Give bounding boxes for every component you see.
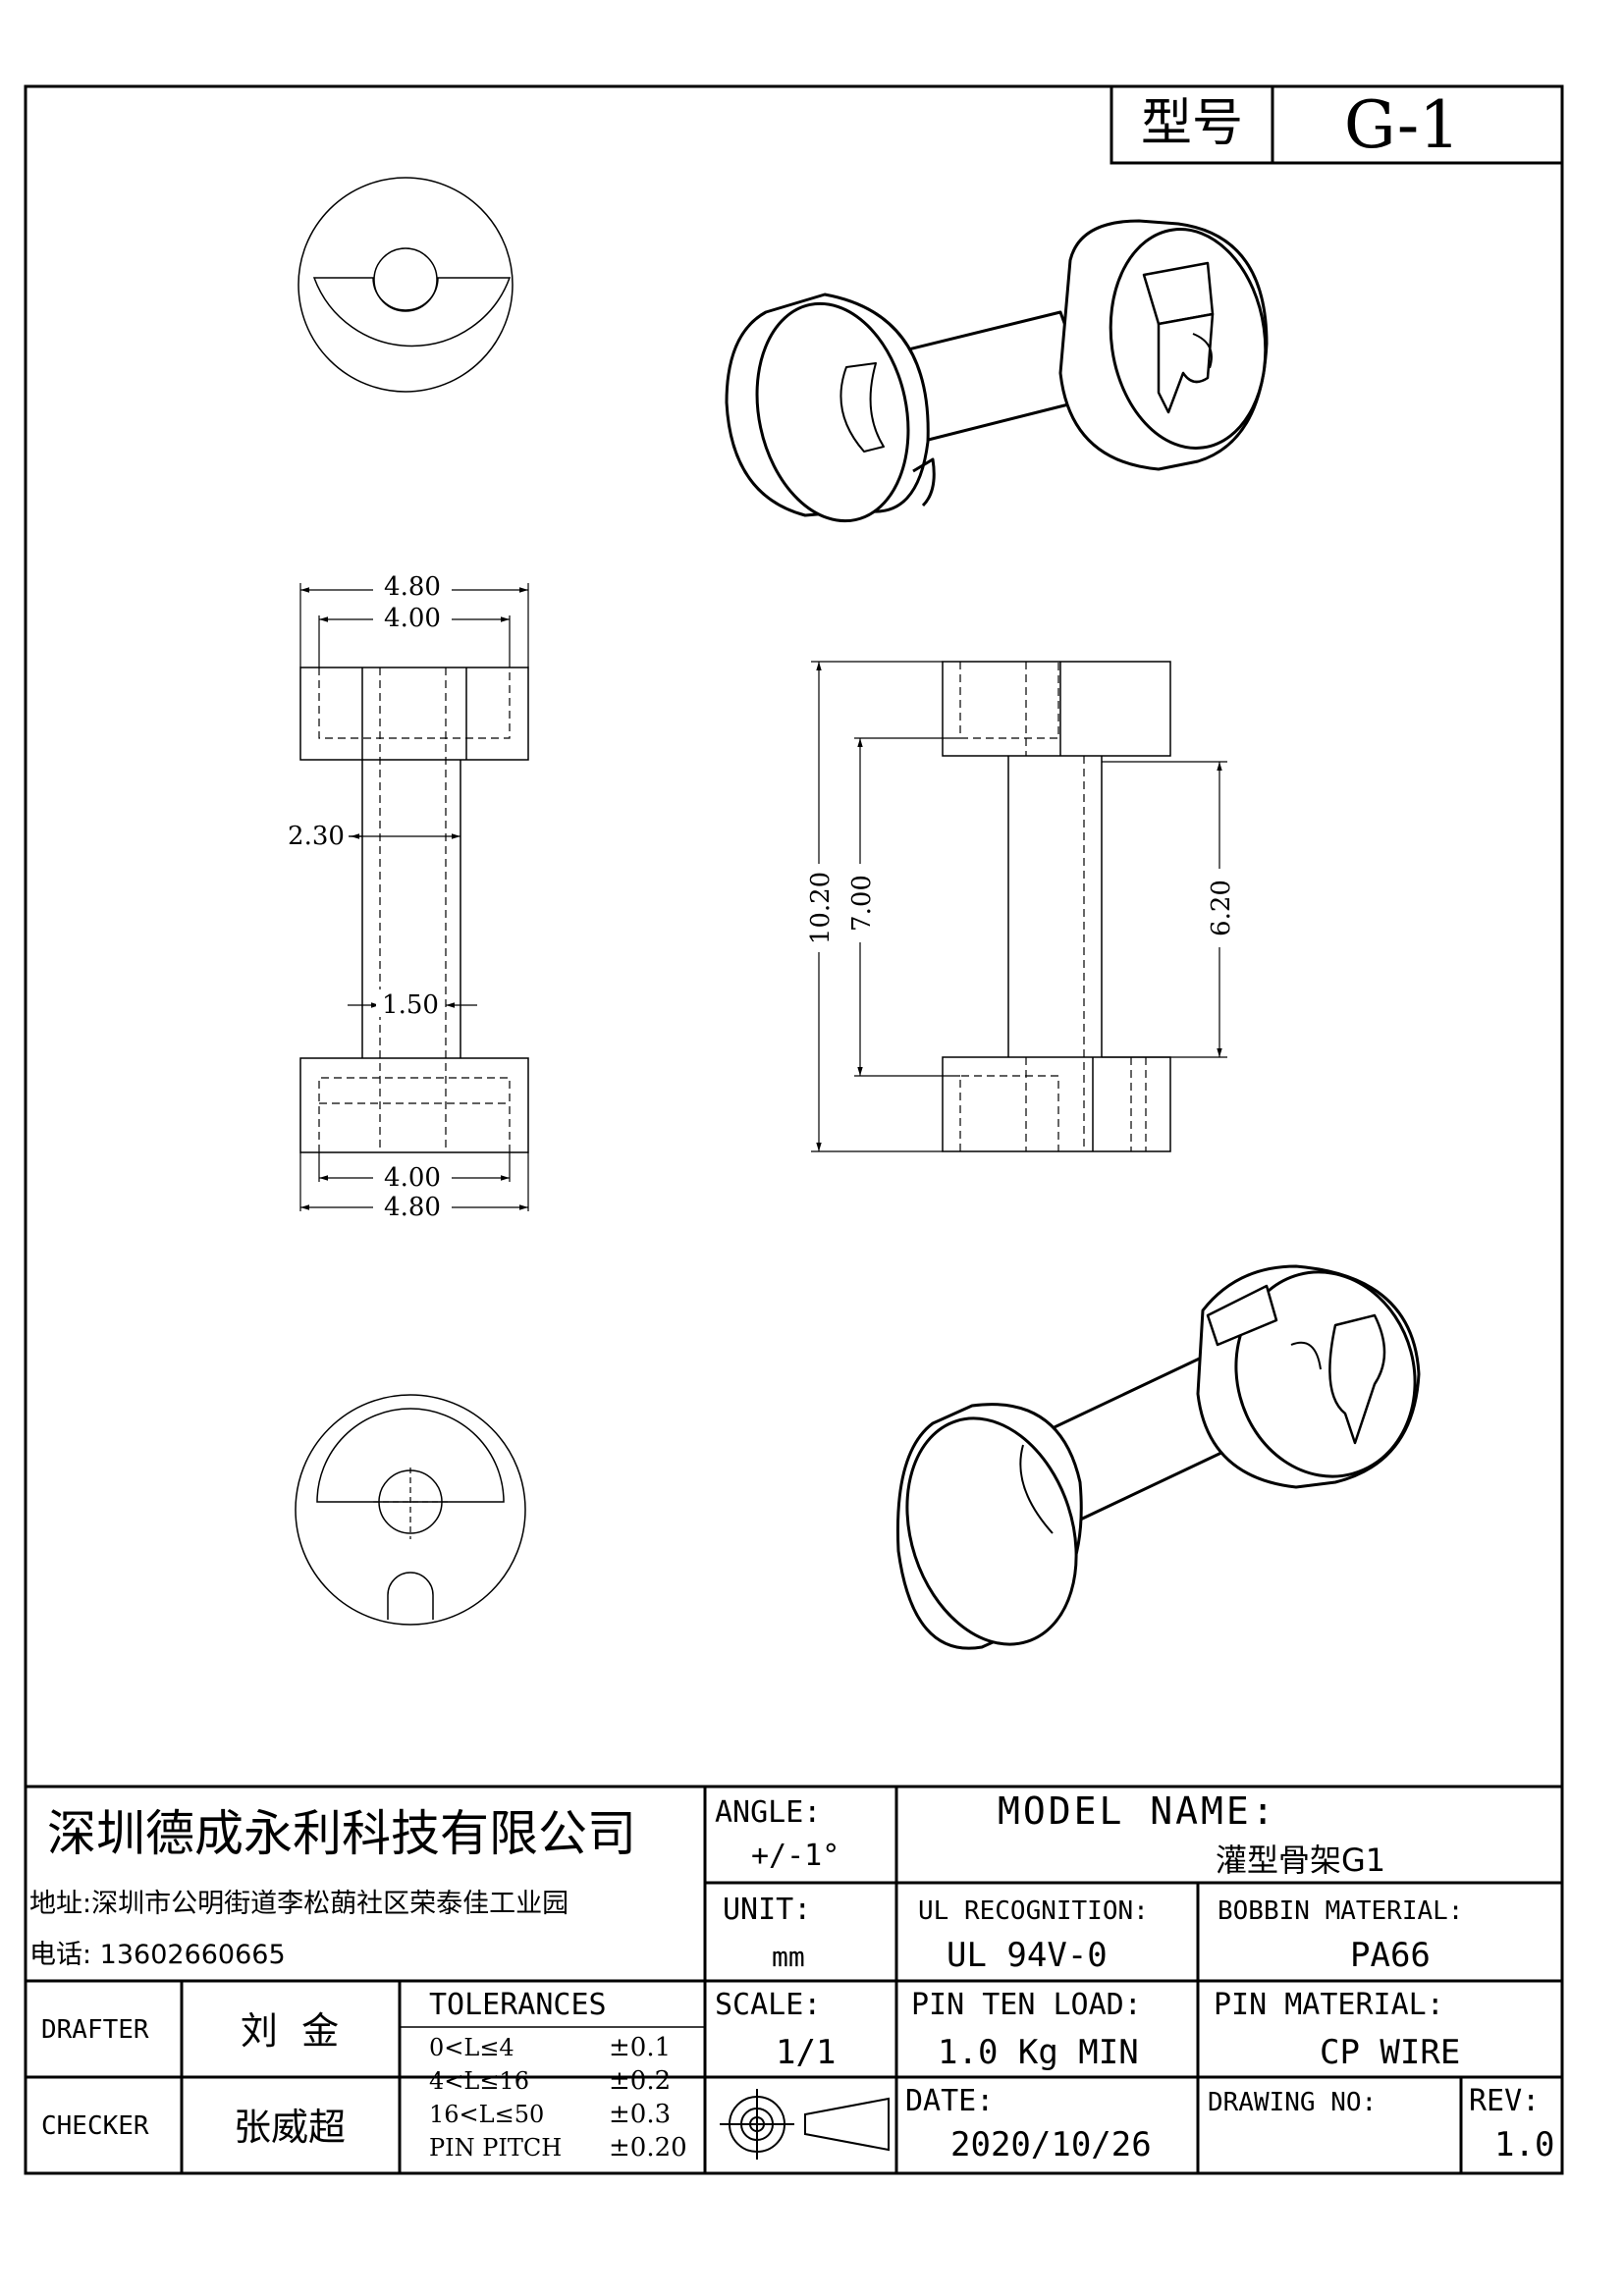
pin-ten-load-value: 1.0 Kg MIN [938,2033,1139,2072]
ul-recognition-label: UL RECOGNITION: [918,1896,1149,1926]
date-value: 2020/10/26 [950,2125,1152,2164]
drafter-label: DRAFTER [41,2015,149,2045]
top-isometric-view [725,219,1269,523]
date-label: DATE: [905,2084,994,2118]
rev-label: REV: [1469,2084,1540,2118]
sheet-border [24,84,1564,2175]
scale-label: SCALE: [715,1988,821,2022]
dim-1-50: 1.50 [382,990,439,1020]
bobbin-material-value: PA66 [1350,1936,1431,1975]
dim-2-30: 2.30 [288,822,345,851]
company-address: 地址:深圳市公明街道李松蓢社区荣泰佳工业园 [29,1889,568,1919]
bottom-end-view-centerlines [373,1468,448,1539]
tolerance-value-2: ±0.3 [609,2100,671,2129]
tolerance-value-3: ±0.20 [609,2133,687,2163]
front-view [299,667,529,1153]
model-label: 型号 [1141,94,1243,153]
side-view-dim-text: 10.20 7.00 6.20 [805,864,1236,952]
tolerance-range-0: 0<L≤4 [429,2034,514,2061]
dim-4-80-top: 4.80 [384,572,441,602]
side-view [942,661,1171,1152]
bottom-end-view [295,1394,526,1626]
dim-7-00: 7.00 [847,875,877,932]
dim-4-80-bottom: 4.80 [384,1193,441,1222]
pin-material-label: PIN MATERIAL: [1214,1988,1444,2022]
angle-label: ANGLE: [715,1795,821,1830]
company-phone: 电话: 13602660665 [29,1940,286,1970]
unit-value: mm [772,1941,805,1973]
drafter-name: 刘 金 [241,2009,339,2053]
projection-symbol-icon [720,2089,890,2160]
company-name: 深圳德成永利科技有限公司 [47,1805,636,1862]
bobbin-material-label: BOBBIN MATERIAL: [1218,1896,1463,1926]
tolerance-value-1: ±0.2 [609,2066,671,2096]
pin-ten-load-label: PIN TEN LOAD: [911,1988,1142,2022]
model-value: G-1 [1344,87,1460,163]
unit-label: UNIT: [723,1893,811,1927]
pin-material-value: CP WIRE [1320,2033,1460,2072]
dim-10-20: 10.20 [806,872,836,944]
side-view-hidden-lines [959,662,1147,1151]
top-end-view [298,177,514,393]
tolerance-range-1: 4<L≤16 [429,2067,529,2095]
angle-value: +/-1° [751,1839,839,1873]
ul-recognition-value: UL 94V-0 [947,1936,1108,1975]
front-view-hidden-lines [318,667,511,1152]
scale-value: 1/1 [776,2033,836,2072]
dim-4-00-top: 4.00 [384,604,441,633]
checker-name: 张威超 [234,2106,346,2149]
front-view-dimensions [299,583,529,1211]
rev-value: 1.0 [1494,2125,1554,2164]
checker-label: CHECKER [41,2111,149,2141]
model-header-box: 型号 G-1 [1110,84,1564,165]
model-name-value: 灌型骨架G1 [1216,1842,1385,1879]
tolerances-label: TOLERANCES [429,1988,607,2022]
tolerance-range-2: 16<L≤50 [429,2101,544,2128]
dim-6-20: 6.20 [1207,880,1236,936]
tolerance-value-0: ±0.1 [609,2033,671,2062]
title-block-text: 深圳德成永利科技有限公司 地址:深圳市公明街道李松蓢社区荣泰佳工业园 电话: 1… [29,1789,1554,2164]
bottom-isometric-view [895,1264,1421,1650]
tolerance-range-3: PIN PITCH [429,2134,562,2162]
model-name-label: MODEL NAME: [998,1789,1277,1833]
title-block-grid [26,1785,1562,2173]
dim-4-00-bottom: 4.00 [384,1163,441,1193]
front-view-dim-text: 4.80 4.00 2.30 1.50 4.00 4.80 [288,571,452,1222]
drawing-no-label: DRAWING NO: [1208,2088,1377,2117]
